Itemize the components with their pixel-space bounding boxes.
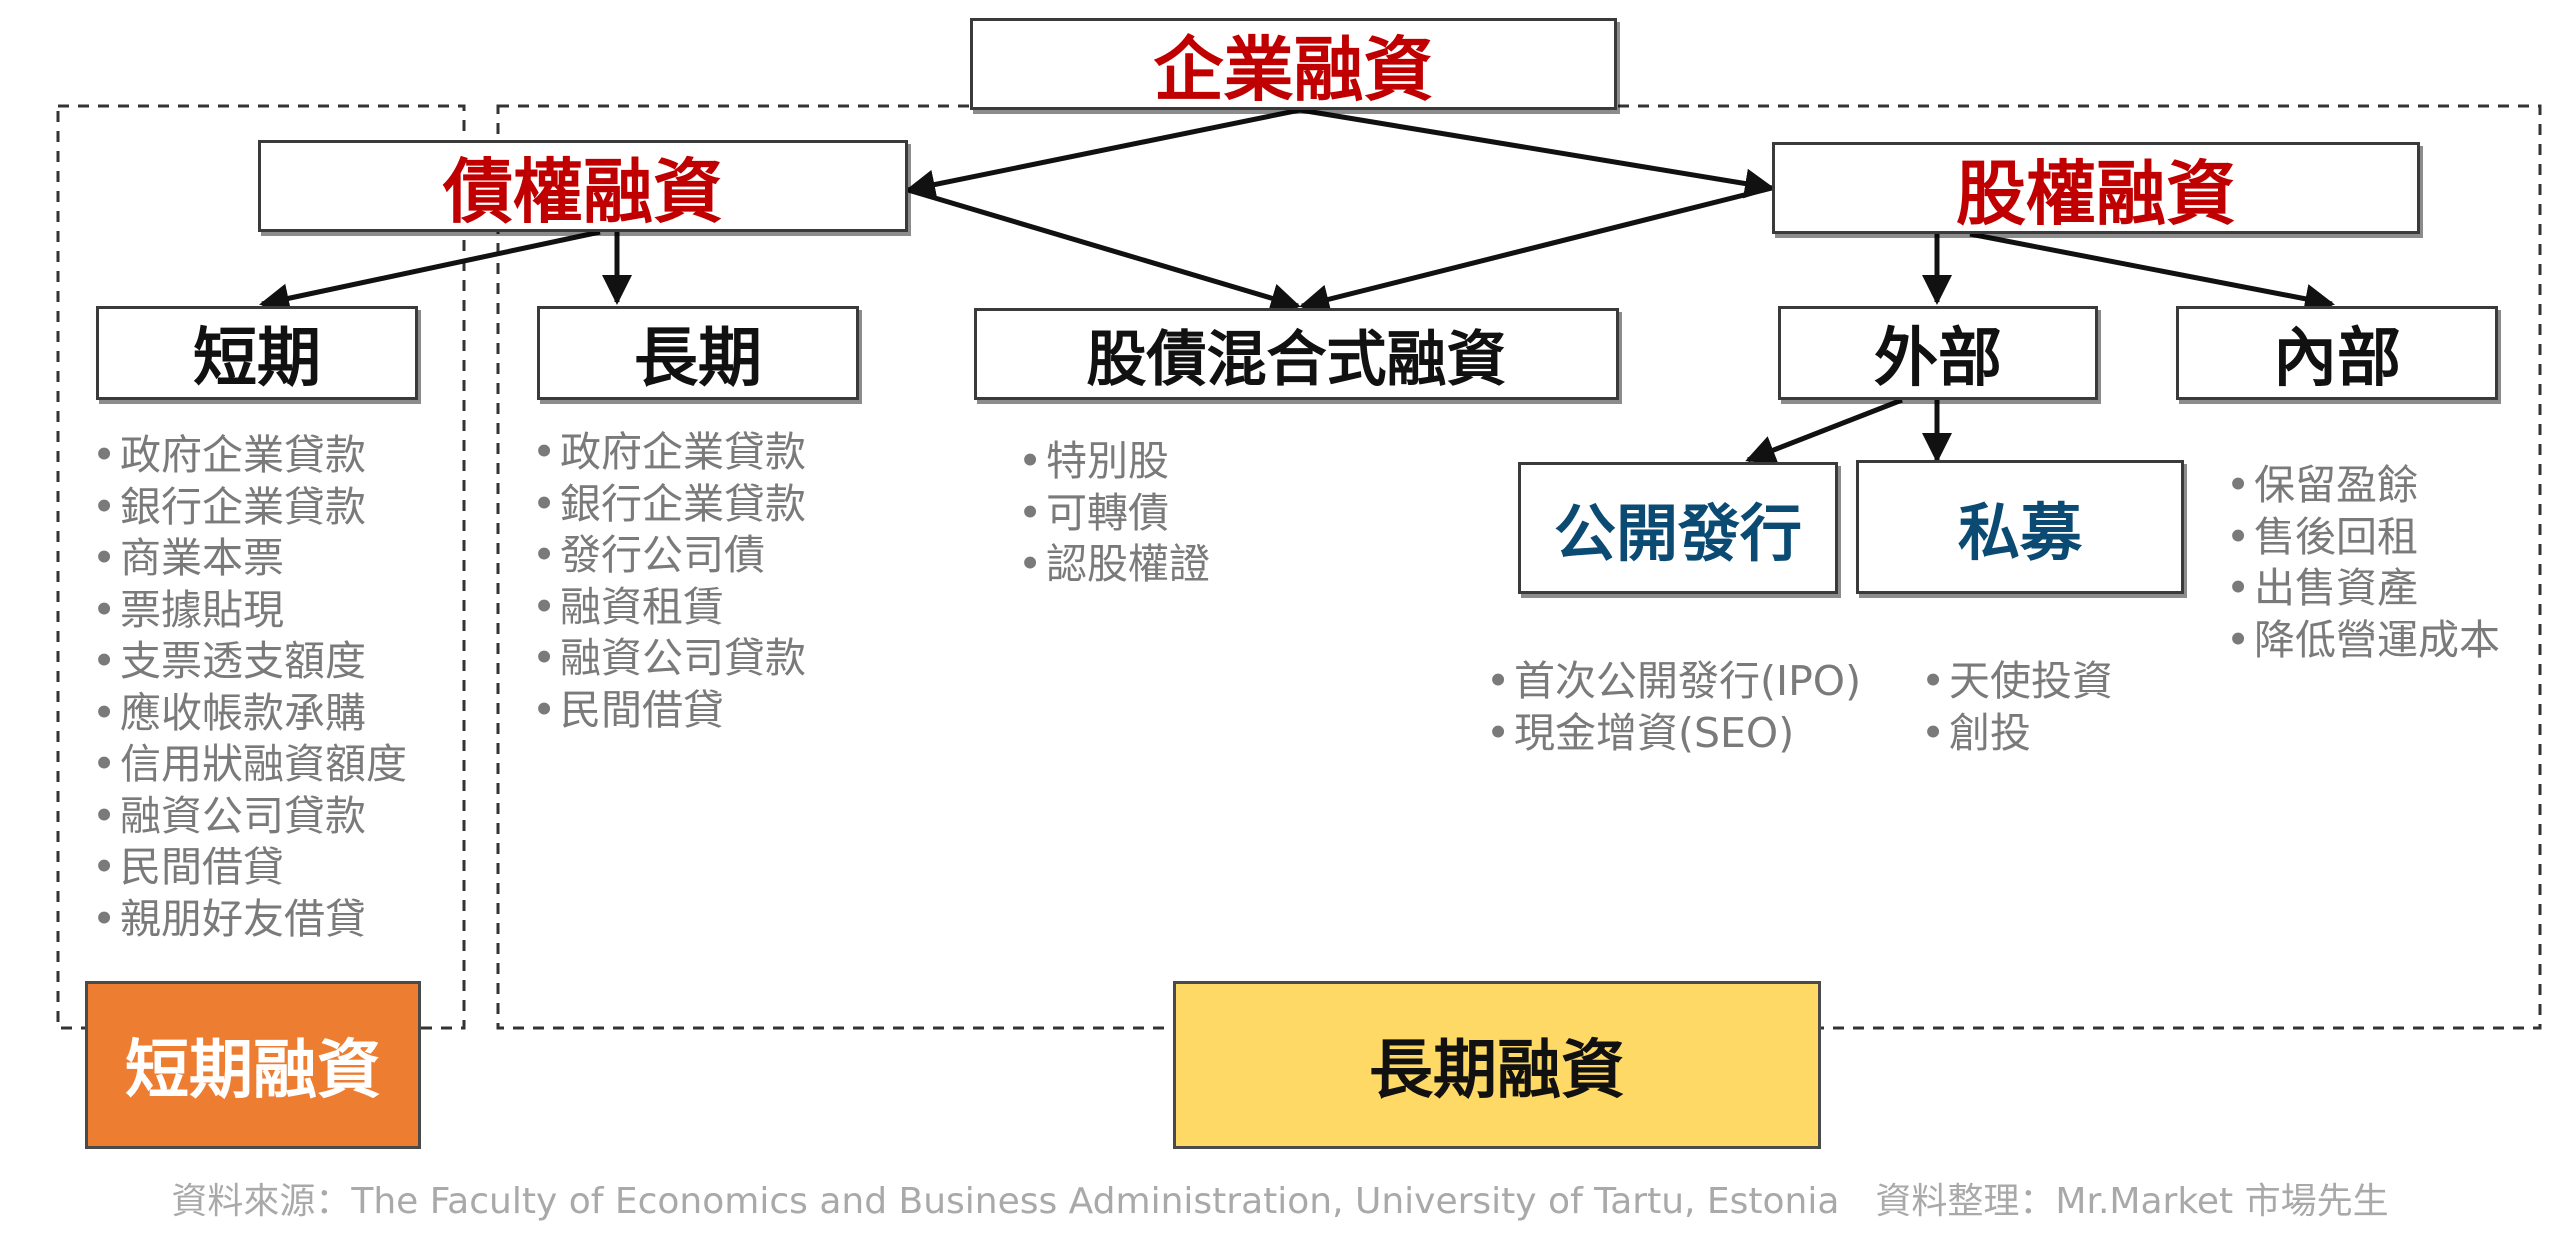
arrow-debt-to-hybrid — [907, 187, 1301, 313]
list-item: 政府企業貸款 — [92, 430, 407, 482]
debt-financing-node: 債權融資 — [258, 140, 908, 233]
arrow-debt-to-short — [259, 229, 601, 314]
list-item: 民間借貸 — [92, 842, 407, 894]
long-term-financing-badge: 長期融資 — [1173, 981, 1821, 1149]
arrow-root-to-equity — [1299, 107, 1775, 199]
arrow-equity-to-internal — [1969, 231, 2335, 314]
root-node-corporate-financing: 企業融資 — [970, 18, 1617, 111]
private-placement-items-list: 天使投資 創投 — [1921, 656, 2113, 759]
list-item: 融資公司貸款 — [92, 791, 407, 843]
list-item: 信用狀融資額度 — [92, 739, 407, 791]
equity-financing-node: 股權融資 — [1772, 142, 2420, 235]
short-term-items-list: 政府企業貸款 銀行企業貸款 商業本票 票據貼現 支票透支額度 應收帳款承購 信用… — [92, 430, 407, 945]
list-item: 出售資產 — [2226, 563, 2500, 615]
hybrid-financing-node: 股債混合式融資 — [974, 308, 1619, 400]
external-node: 外部 — [1778, 306, 2098, 400]
hybrid-items-list: 特別股 可轉債 認股權證 — [1018, 436, 1210, 591]
list-item: 銀行企業貸款 — [532, 479, 806, 531]
list-item: 親朋好友借貸 — [92, 894, 407, 946]
arrow-equity-to-hybrid — [1299, 185, 1773, 314]
arrow-external-to-public — [1745, 397, 1903, 465]
list-item: 認股權證 — [1018, 539, 1210, 591]
list-item: 天使投資 — [1921, 656, 2113, 708]
list-item: 支票透支額度 — [92, 636, 407, 688]
list-item: 首次公開發行(IPO) — [1486, 656, 1861, 708]
list-item: 商業本票 — [92, 533, 407, 585]
short-term-financing-badge: 短期融資 — [85, 981, 421, 1149]
list-item: 現金增資(SEO) — [1486, 708, 1861, 760]
list-item: 民間借貸 — [532, 685, 806, 737]
source-note: 資料來源：The Faculty of Economics and Busine… — [171, 1181, 2389, 1222]
private-placement-node: 私募 — [1856, 460, 2184, 594]
list-item: 融資租賃 — [532, 582, 806, 634]
list-item: 特別股 — [1018, 436, 1210, 488]
short-term-node: 短期 — [96, 306, 418, 400]
long-term-node: 長期 — [537, 306, 859, 400]
list-item: 降低營運成本 — [2226, 615, 2500, 667]
public-offering-items-list: 首次公開發行(IPO) 現金增資(SEO) — [1486, 656, 1861, 759]
internal-node: 內部 — [2176, 306, 2498, 400]
list-item: 保留盈餘 — [2226, 460, 2500, 512]
public-offering-node: 公開發行 — [1518, 462, 1838, 594]
list-item: 應收帳款承購 — [92, 688, 407, 740]
internal-items-list: 保留盈餘 售後回租 出售資產 降低營運成本 — [2226, 460, 2500, 666]
list-item: 票據貼現 — [92, 585, 407, 637]
arrow-root-to-debt — [905, 107, 1301, 200]
list-item: 政府企業貸款 — [532, 427, 806, 479]
list-item: 銀行企業貸款 — [92, 482, 407, 534]
long-term-items-list: 政府企業貸款 銀行企業貸款 發行公司債 融資租賃 融資公司貸款 民間借貸 — [532, 427, 806, 736]
list-item: 售後回租 — [2226, 512, 2500, 564]
list-item: 可轉債 — [1018, 488, 1210, 540]
list-item: 創投 — [1921, 708, 2113, 760]
list-item: 發行公司債 — [532, 530, 806, 582]
list-item: 融資公司貸款 — [532, 633, 806, 685]
